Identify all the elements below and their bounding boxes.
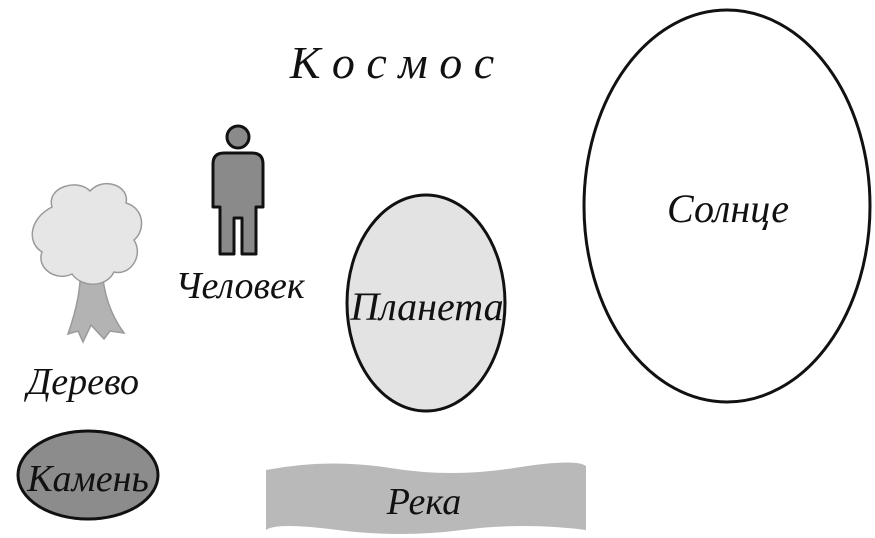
river-node: Река [266,462,586,534]
planet-label: Планета [349,284,503,329]
stone-node: Камень [16,429,160,521]
stone-label: Камень [26,458,149,500]
tree-label: Дерево [24,361,139,403]
stone-ellipse [16,429,160,521]
sun-circle [582,8,872,404]
tree-crown [31,182,143,285]
sun-label: Солнце [667,186,789,231]
person-icon [211,124,265,256]
human-node: Человек [175,124,306,307]
planet-ellipse [345,193,507,413]
river-label: Река [386,481,462,523]
tree-icon [31,182,143,344]
diagram-title: К о с м о с [289,37,494,88]
planet-node: Планета [345,193,507,413]
tree-trunk [66,267,126,344]
tree-node: Дерево [24,182,143,403]
sun-node: Солнце [582,8,872,404]
river-band [266,462,586,534]
human-label: Человек [175,265,305,307]
